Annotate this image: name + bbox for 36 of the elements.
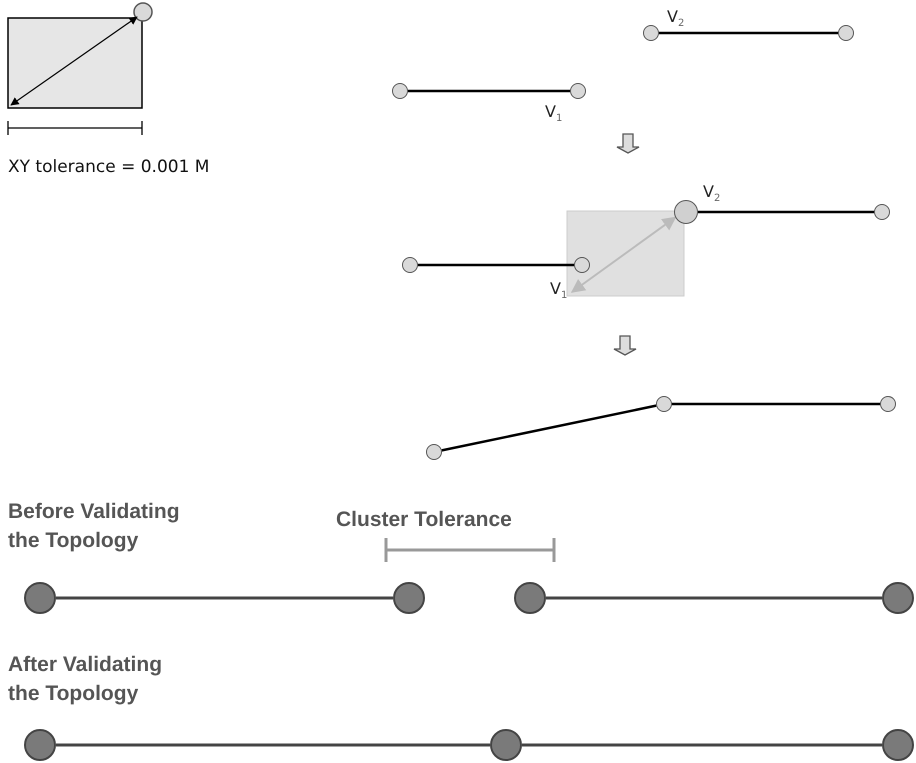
- vertex-circle: [874, 204, 890, 220]
- line-segment: [442, 404, 656, 452]
- vertex-circle: [392, 83, 408, 99]
- vertex-circle: [490, 729, 522, 761]
- vertex-circle: [24, 582, 56, 614]
- section-heading: Before Validating the Topology: [8, 499, 181, 554]
- vertex-circle: [880, 396, 896, 412]
- vertex-circle: [882, 582, 914, 614]
- line-segment: [56, 596, 393, 600]
- line-segment: [546, 596, 882, 600]
- vertex-circle: [643, 25, 659, 41]
- vertex-circle: [656, 396, 672, 412]
- vertex-circle: [570, 83, 586, 99]
- vertex-circle: [393, 582, 425, 614]
- line-segment: [408, 90, 570, 92]
- vertex-circle: [24, 729, 56, 761]
- vertex-label: V$_{1}$: [545, 102, 562, 124]
- line-segment: [418, 264, 574, 266]
- section-heading: After Validating the Topology: [8, 652, 164, 707]
- vertex-label: V$_{2}$: [703, 182, 720, 204]
- line-segment: [522, 744, 882, 746]
- line-segment: [570, 216, 676, 293]
- vertex-label: V$_{2}$: [667, 7, 684, 30]
- line-segment: [56, 744, 490, 746]
- tolerance-note: XY tolerance = 0.001 M: [8, 157, 210, 177]
- dimension-label: Cluster Tolerance: [336, 507, 512, 533]
- line-segment: [698, 210, 874, 214]
- vertex-circle: [882, 729, 914, 761]
- vertex-circle: [674, 200, 698, 224]
- vertex-label: V$_{1}$: [550, 279, 568, 302]
- vertex-circle: [838, 25, 854, 41]
- line-segment: [672, 402, 880, 406]
- vertex-circle: [426, 444, 442, 460]
- vertex-circle: [402, 257, 418, 273]
- vertex-circle: [514, 582, 546, 614]
- line-segment: [659, 32, 838, 34]
